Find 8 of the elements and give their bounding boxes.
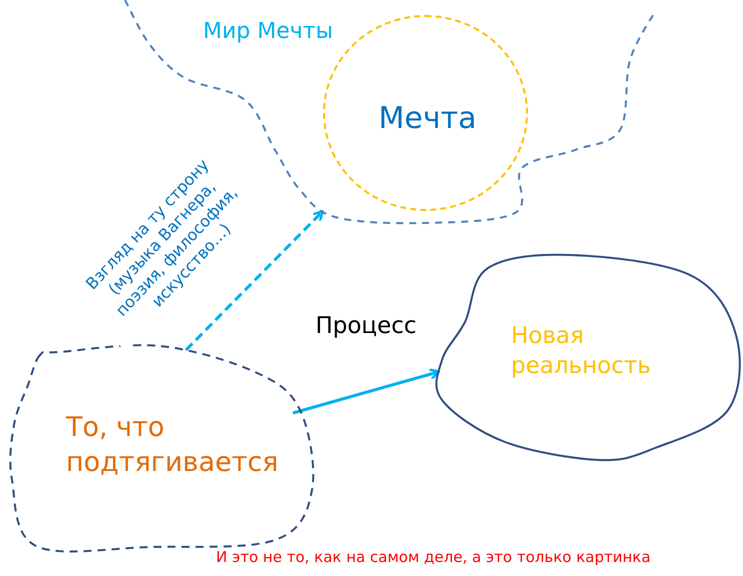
- blob-label: Новая реальность: [511, 322, 652, 381]
- blob-label: То, что подтягивается: [66, 411, 280, 480]
- arrow: [292, 368, 440, 414]
- note: И это не то, как на самом деле, а это только картинка: [216, 548, 651, 566]
- circle-label: Мечта: [378, 100, 478, 138]
- arrow: [184, 210, 324, 352]
- region-title: Мир Мечты: [203, 18, 333, 46]
- wavy-blob: [433, 252, 741, 464]
